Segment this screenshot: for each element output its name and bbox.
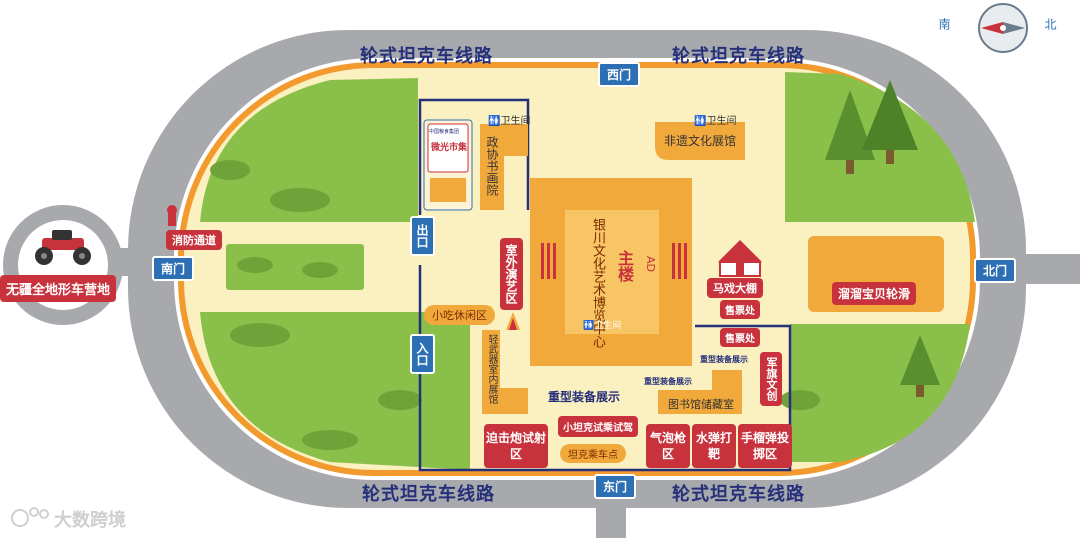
compass-center (1000, 25, 1006, 31)
track-label-bottom-left: 轮式坦克车线路 (362, 484, 495, 505)
grass-northwest (200, 78, 418, 222)
tank-stop-label[interactable]: 坦克乘车点 (560, 444, 626, 463)
heritage-toilet-label: 🚻卫生间 (694, 116, 737, 127)
fire-hydrant-icon (167, 205, 177, 226)
gate-entrance[interactable]: 入口 (410, 334, 435, 374)
heavy-equip-3: 重型装备展示 (700, 355, 748, 364)
main-building-ad: AD (644, 256, 657, 272)
gate-east[interactable]: 东门 (594, 474, 637, 499)
watermark-text: 大数跨境 (54, 510, 126, 531)
fire-lane-label: 消防通道 (166, 230, 222, 250)
track-label-top-left: 轮式坦克车线路 (360, 46, 493, 67)
light-equip-label: 轻武器室内展馆 (486, 334, 497, 404)
grass-southwest (200, 312, 470, 470)
ticket-office-2[interactable]: 售票处 (720, 328, 760, 347)
library-label: 图书馆储藏室 (668, 398, 734, 411)
military-shop-label[interactable]: 军旗文创 (760, 352, 782, 406)
bubble-gun-zone[interactable]: 气泡枪区 (646, 424, 690, 468)
watermark-logo-icon (11, 507, 49, 527)
compass-needle-north (1003, 22, 1025, 34)
light-equip-building (482, 330, 528, 414)
bushes (210, 160, 820, 450)
trees (825, 80, 940, 397)
shop-booth-counter (430, 178, 466, 202)
compass-label-south: 南 (937, 18, 951, 30)
water-target-zone[interactable]: 水弹打靶 (692, 424, 736, 468)
compass-needle-south (981, 22, 1003, 34)
skate-label[interactable]: 溜溜宝贝轮滑 (832, 282, 917, 305)
track-label-bottom-right: 轮式坦克车线路 (672, 484, 805, 505)
ticket-office-1[interactable]: 售票处 (720, 300, 760, 319)
heavy-equip-main: 重型装备展示 (548, 390, 621, 404)
main-building-subtitle: 银川文化艺术博览中心 (590, 218, 605, 348)
gate-west[interactable]: 西门 (598, 62, 641, 87)
library-building (658, 370, 742, 414)
heavy-equip-2: 重型装备展示 (644, 377, 692, 386)
camp-label[interactable]: 无疆全地形车营地 (0, 275, 117, 302)
heritage-building (655, 122, 745, 160)
calligraphy-toilet-label: 🚻卫生间 (488, 116, 531, 127)
calligraphy-label: 政协书画院 (485, 136, 499, 196)
circus-label[interactable]: 马戏大棚 (707, 278, 763, 298)
compass-label-north: 北 (1043, 18, 1057, 30)
track-label-top-right: 轮式坦克车线路 (672, 46, 805, 67)
calligraphy-building (480, 124, 528, 210)
circus-tent-icon (718, 240, 762, 277)
gate-south[interactable]: 南门 (152, 256, 195, 281)
gate-exit[interactable]: 出口 (410, 216, 435, 256)
atv-icon (35, 230, 91, 265)
mini-tank-zone[interactable]: 小坦克试乘试驾 (558, 416, 638, 437)
main-building-title: 主楼 (615, 250, 634, 282)
snack-area-label[interactable]: 小吃休闲区 (424, 305, 495, 325)
grenade-zone[interactable]: 手榴弹投掷区 (738, 424, 792, 468)
grass-west-strip (226, 244, 364, 290)
shop-sign: 微光市集 (431, 143, 468, 153)
main-building-inner (565, 210, 659, 334)
shop-booth-sign (427, 123, 469, 173)
main-building-stripes (541, 243, 687, 279)
gate-north[interactable]: 北门 (974, 258, 1017, 283)
outdoor-show-label[interactable]: 室外演艺区 (500, 238, 523, 310)
shop-sign-top: 中国粮食集团 (429, 129, 460, 135)
campfire-icon (506, 312, 520, 330)
main-toilet-label: 🚻卫生间 (583, 321, 622, 331)
heritage-label: 非遗文化展馆 (664, 134, 737, 148)
mortar-zone[interactable]: 迫击炮试射区 (484, 424, 548, 468)
